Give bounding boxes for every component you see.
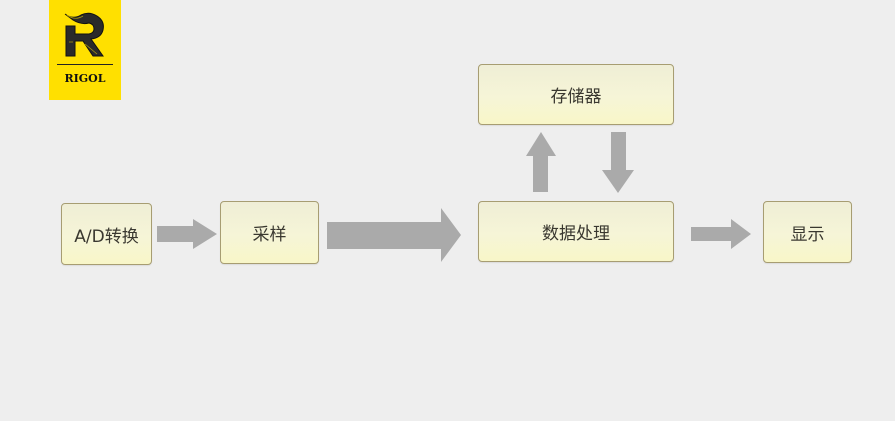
block-ad-conversion: A/D转换 <box>61 203 152 265</box>
arrow-memory-to-process <box>602 132 634 193</box>
arrow-sample-to-process <box>327 208 461 262</box>
rigol-r-icon <box>64 12 104 57</box>
block-sampling-label: 采样 <box>252 225 287 245</box>
block-data-processing: 数据处理 <box>478 201 674 262</box>
rigol-logo: RIGOL <box>49 0 121 100</box>
logo-brand-text: RIGOL <box>64 72 106 85</box>
block-sampling: 采样 <box>220 201 319 264</box>
block-memory-label: 存储器 <box>550 87 602 107</box>
block-ad-label: A/D转换 <box>74 226 139 247</box>
arrow-process-to-memory <box>526 132 556 192</box>
arrow-process-to-display <box>691 219 751 249</box>
block-memory: 存储器 <box>478 64 674 125</box>
arrow-ad-to-sample <box>157 219 217 249</box>
block-display: 显示 <box>763 201 852 263</box>
block-display-label: 显示 <box>790 224 825 245</box>
logo-divider <box>57 64 113 65</box>
block-processing-label: 数据处理 <box>542 224 610 244</box>
